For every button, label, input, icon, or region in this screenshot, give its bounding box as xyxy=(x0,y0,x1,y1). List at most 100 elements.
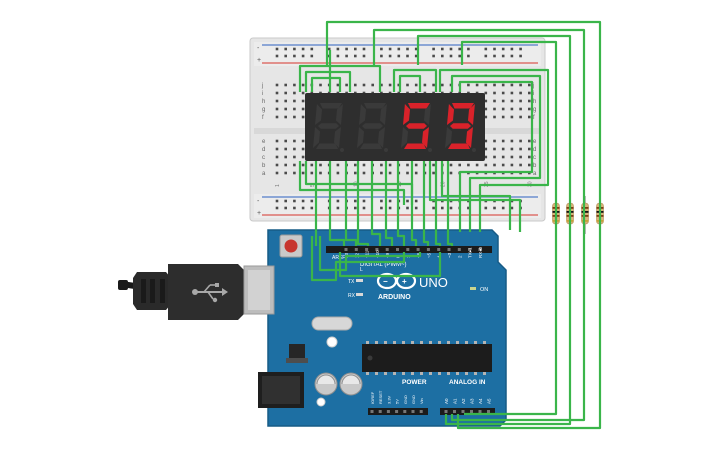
segment-b xyxy=(467,104,475,125)
power-pin-label: GND xyxy=(403,395,408,404)
segment-d xyxy=(360,143,382,149)
decimal-point xyxy=(340,148,344,152)
row-letter: a xyxy=(533,171,537,177)
rx-led xyxy=(356,293,363,296)
uno-label: UNO xyxy=(419,275,448,290)
power-label: POWER xyxy=(402,379,427,386)
segment-g xyxy=(362,123,383,129)
digit-2 xyxy=(357,103,388,152)
segment-e xyxy=(313,127,321,148)
analog-label: ANALOG IN xyxy=(449,379,486,386)
row-letter: i xyxy=(262,91,263,97)
segment-a xyxy=(320,103,342,109)
decimal-point xyxy=(472,148,476,152)
row-letter: j xyxy=(532,83,534,89)
capacitor-1 xyxy=(314,372,338,396)
row-letter: g xyxy=(262,107,265,113)
power-jack[interactable] xyxy=(258,372,304,408)
column-number: 20 xyxy=(440,181,446,187)
row-letter: e xyxy=(533,139,537,145)
segment-c xyxy=(421,127,429,148)
column-number: 1 xyxy=(275,184,281,187)
segment-a xyxy=(452,103,474,109)
digital-pin-label: 2 xyxy=(457,255,462,258)
digital-label: DIGITAL (PWM~) xyxy=(360,262,407,268)
digit-1 xyxy=(313,103,344,152)
row-letter: f xyxy=(533,115,535,121)
crystal-oscillator xyxy=(311,316,353,331)
tx-led xyxy=(356,279,363,282)
row-letter: d xyxy=(262,147,265,153)
chip-pins xyxy=(366,341,486,375)
digital-pin-label: ~5 xyxy=(426,252,431,258)
segment-b xyxy=(335,104,343,125)
mount-hole-2 xyxy=(316,397,326,407)
l-label: L xyxy=(360,267,363,273)
segment-f xyxy=(315,104,323,125)
row-letter: c xyxy=(262,155,265,161)
segment-g xyxy=(406,123,427,129)
svg-text:−: − xyxy=(383,277,388,286)
display-digits xyxy=(313,103,476,152)
row-letter: a xyxy=(262,171,266,177)
segment-c xyxy=(333,127,341,148)
row-letter: d xyxy=(533,147,536,153)
power-pin-label: Vin xyxy=(419,398,424,404)
power-pin-label: RESET xyxy=(378,390,383,404)
segment-g xyxy=(318,123,339,129)
segment-d xyxy=(316,143,338,149)
svg-text:+: + xyxy=(402,277,407,286)
analog-header xyxy=(440,408,495,415)
segment-c xyxy=(465,127,473,148)
row-letter: e xyxy=(262,139,266,145)
row-letter: g xyxy=(533,107,536,113)
voltage-regulator xyxy=(289,344,305,358)
seven-segment-display[interactable] xyxy=(305,93,485,161)
segment-f xyxy=(447,104,455,125)
rail-sign-plus-bottom: + xyxy=(257,210,261,217)
atmega-chip xyxy=(362,344,492,372)
segment-f xyxy=(403,104,411,125)
segment-b xyxy=(423,104,431,125)
digital-pin-label: ~11 xyxy=(365,250,370,258)
reset-button[interactable] xyxy=(279,234,303,258)
row-letter: b xyxy=(262,163,266,169)
rx-label: RX xyxy=(348,293,356,299)
row-letter: i xyxy=(533,91,534,97)
digit-3 xyxy=(401,103,432,152)
jumper-wires xyxy=(298,20,602,430)
segment-b xyxy=(379,104,387,125)
segment-d xyxy=(448,143,470,149)
decimal-point xyxy=(384,148,388,152)
on-led xyxy=(470,287,476,290)
power-pin-label: 5V xyxy=(395,399,400,404)
resistors xyxy=(552,196,604,234)
segment-a xyxy=(364,103,386,109)
usb-icon xyxy=(192,283,228,303)
segment-c xyxy=(377,127,385,148)
rail-sign-minus-bottom: - xyxy=(257,198,260,205)
on-label: ON xyxy=(480,287,488,293)
segment-e xyxy=(357,127,365,148)
analog-pin-label: A1 xyxy=(453,398,458,404)
tx-label: TX xyxy=(348,279,355,285)
segment-e xyxy=(445,127,453,148)
power-pin-label: 3.3V xyxy=(386,395,391,404)
digit-4 xyxy=(445,103,476,152)
analog-pin-label: A0 xyxy=(444,398,449,404)
segment-a xyxy=(408,103,430,109)
row-letter: j xyxy=(261,83,263,89)
decimal-point xyxy=(428,148,432,152)
row-letter: f xyxy=(262,115,264,121)
digital-pin-label: ~10 xyxy=(375,250,380,258)
usb-cable[interactable] xyxy=(118,264,275,320)
capacitor-2 xyxy=(339,372,363,396)
segment-e xyxy=(401,127,409,148)
aref-label: AREF xyxy=(332,255,345,261)
segment-d xyxy=(404,143,426,149)
